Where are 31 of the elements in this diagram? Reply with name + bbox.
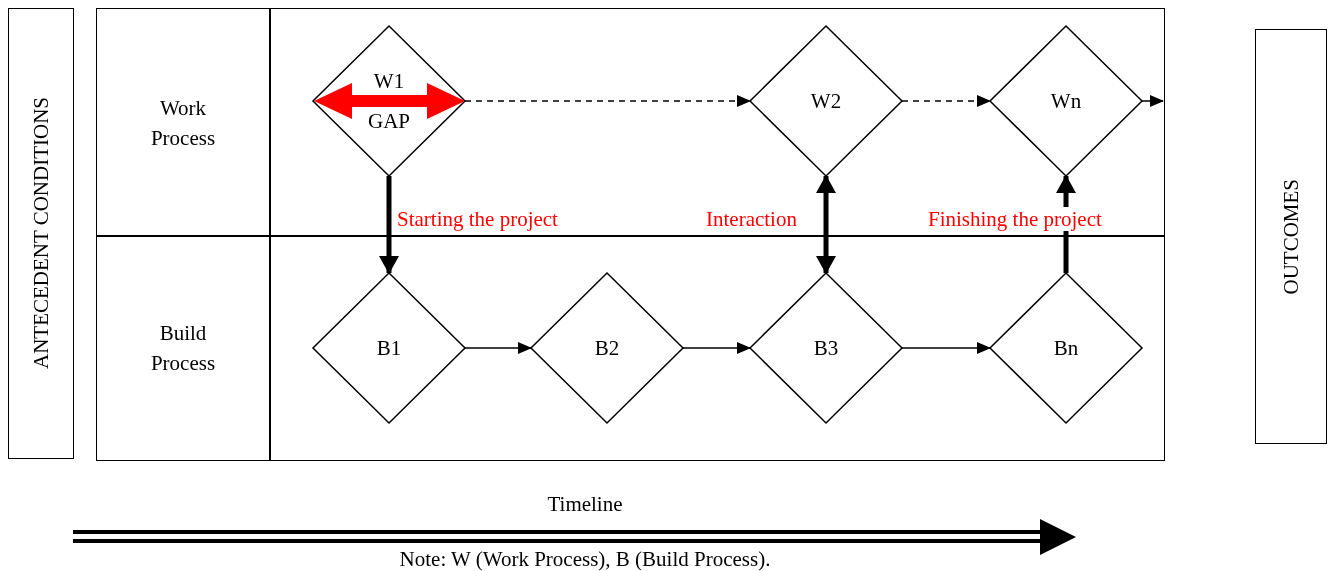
decision-diamond — [750, 26, 902, 176]
step-label: W2 — [810, 88, 842, 115]
arrow — [464, 95, 751, 107]
arrow — [682, 342, 751, 354]
arrow — [464, 342, 532, 354]
decision-diamond — [990, 26, 1142, 176]
arrow — [379, 176, 399, 274]
arrow — [901, 95, 991, 107]
lane-title: Build Process — [149, 320, 217, 377]
lane-title: Work Process — [149, 94, 217, 152]
step-label: W1 — [373, 70, 405, 92]
side-panel — [8, 8, 74, 459]
step-label: B3 — [813, 335, 839, 362]
step-label: Bn — [1053, 335, 1079, 362]
edge-label: Finishing the project — [928, 207, 1102, 231]
axis-label: Timeline — [547, 492, 623, 517]
decision-diamond — [313, 273, 465, 423]
arrow — [816, 175, 836, 274]
step-label: GAP — [368, 110, 410, 132]
caption: Note: W (Work Process), B (Build Process). — [399, 547, 771, 571]
panel-title: OUTCOMES — [1278, 178, 1304, 295]
step-label: B1 — [376, 335, 402, 362]
decision-diamond — [531, 273, 683, 423]
panel-title: ANTECEDENT CONDITIONS — [28, 97, 54, 370]
arrow — [901, 342, 991, 354]
arrow — [1141, 95, 1164, 107]
decision-diamond — [750, 273, 902, 423]
decision-diamond — [990, 273, 1142, 423]
side-panel — [1255, 29, 1327, 444]
step-label: Wn — [1050, 88, 1082, 115]
step-label: B2 — [594, 335, 620, 362]
